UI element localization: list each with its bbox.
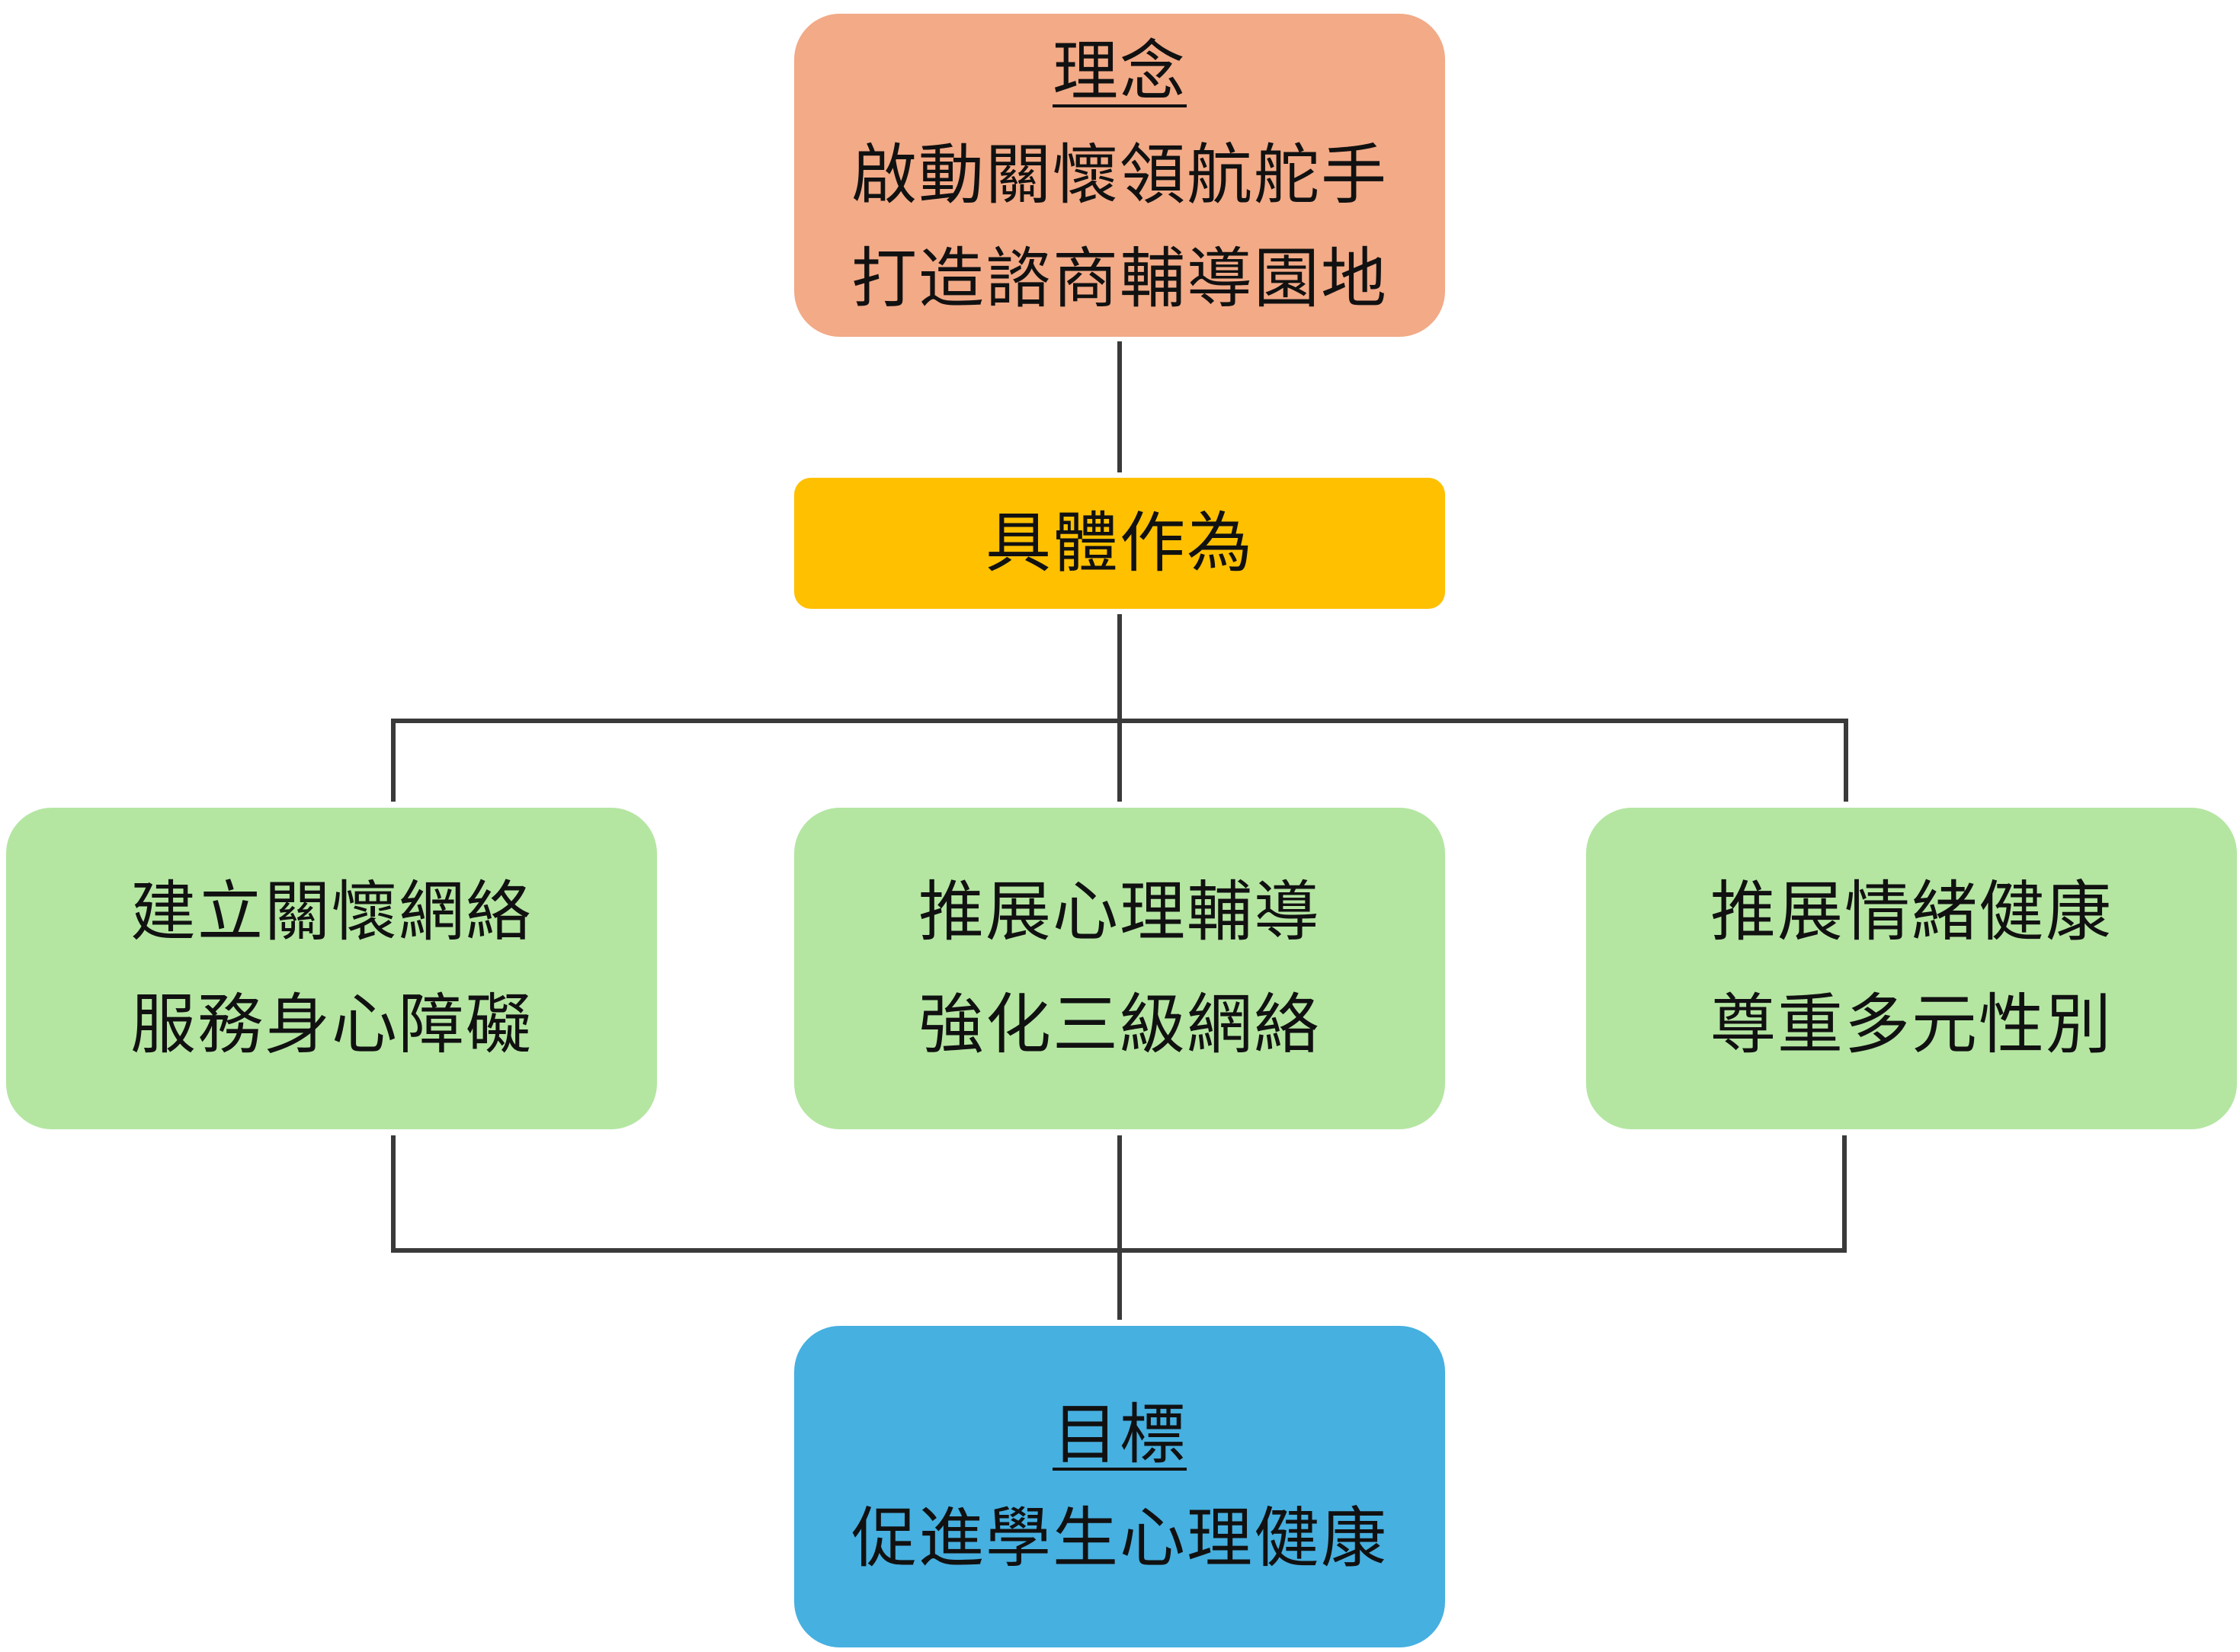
strategy-box-emotional-health: 推展情緒健康 尊重多元性別 [1586, 808, 2237, 1129]
concept-line-2: 打造諮商輔導園地 [851, 241, 1388, 317]
concept-heading: 理念 [1053, 34, 1187, 110]
goal-heading: 目標 [1053, 1397, 1187, 1473]
concept-line-1: 啟動關懷領航舵手 [851, 137, 1388, 213]
strategy-3-line-2: 尊重多元性別 [1710, 987, 2113, 1063]
concept-box: 理念 啟動關懷領航舵手 打造諮商輔導園地 [794, 14, 1445, 337]
strategy-box-counseling: 推展心理輔導 強化三級網絡 [794, 808, 1445, 1129]
goal-box: 目標 促進學生心理健康 [794, 1326, 1445, 1647]
strategy-2-line-1: 推展心理輔導 [918, 874, 1321, 950]
strategy-1-line-1: 建立關懷網絡 [130, 874, 533, 950]
strategy-1-line-2: 服務身心障礙 [130, 987, 533, 1063]
actions-box: 具體作為 [794, 478, 1445, 609]
strategy-3-line-1: 推展情緒健康 [1710, 874, 2113, 950]
strategy-2-line-2: 強化三級網絡 [918, 987, 1321, 1063]
goal-line-1: 促進學生心理健康 [851, 1500, 1388, 1577]
actions-label: 具體作為 [985, 505, 1254, 581]
strategy-box-care-network: 建立關懷網絡 服務身心障礙 [6, 808, 657, 1129]
